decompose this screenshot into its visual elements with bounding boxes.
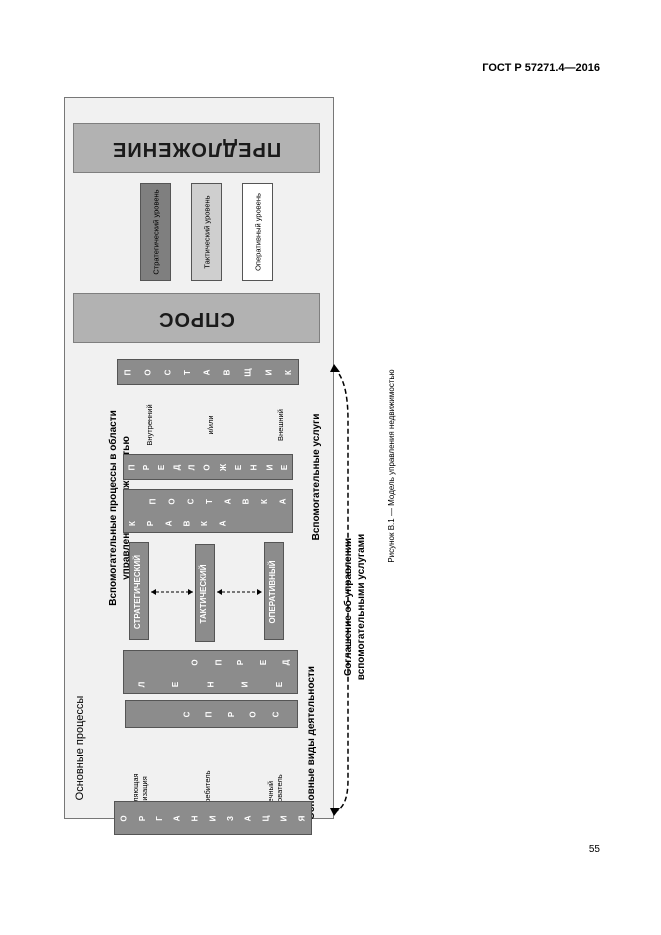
organization-letter: А (243, 815, 253, 821)
main-offer-letter: Р (236, 659, 246, 665)
page-number: 55 (588, 844, 600, 855)
demand-band: СПРОС (73, 293, 320, 343)
main-processes-label: Основные процессы (74, 695, 86, 801)
offer-band: ПРЕДЛОЖЕНИЕ (73, 123, 320, 173)
support-supply-bar: П О С Т А В К А К Р А В К А (123, 489, 293, 533)
main-offer-letter: Е (275, 681, 285, 687)
strategic-level-box: Стратегический уровень (140, 183, 171, 281)
agreement-label: Соглашение об управлении вспомогательным… (342, 502, 372, 712)
organization-letter: О (119, 814, 129, 822)
organization-letter: Н (190, 815, 200, 821)
strategic-process-box: СТРАТЕГИЧЕСКИЙ (129, 542, 149, 640)
main-demand-letter: Р (226, 711, 236, 717)
main-offer-letter: Е (258, 659, 268, 665)
figure-caption: Рисунок В.1 — Модель управления недвижим… (387, 369, 396, 563)
agreement-label-line2: вспомогательными услугами (356, 533, 367, 681)
organization-letter: Р (137, 815, 147, 821)
agreement-label-line1: Соглашение об управлении (343, 537, 354, 677)
operational-level-box: Оперативный уровень (242, 183, 273, 281)
suppliers-bar: П О С Т А В Щ И К (117, 359, 299, 385)
organization-letter: И (208, 815, 218, 821)
support-offer-bar: П Р Е Д Л О Ж Е Н И Е (123, 454, 293, 480)
organization-letter: И (279, 815, 289, 821)
level-connectors (151, 589, 262, 595)
figure-frame: ПРЕДЛОЖЕНИЕ Стратегический уровень Такти… (64, 97, 334, 835)
main-demand-letter: П (204, 711, 214, 717)
main-offer-letter: Н (205, 681, 215, 687)
main-offer-letter: П (213, 659, 223, 665)
main-offer-letter: О (191, 658, 201, 666)
tactical-process-box: ТАКТИЧЕСКИЙ (195, 544, 215, 642)
main-offer-letter: Е (171, 681, 181, 687)
organization-letter: Я (297, 815, 307, 821)
organization-letter: А (172, 815, 182, 821)
main-demand-letter: О (248, 710, 258, 718)
agreement-arrow (330, 364, 349, 816)
main-demand-bar: С П Р О С (125, 700, 298, 728)
organization-bar: О Р Г А Н И З А Ц И Я (114, 801, 312, 835)
main-offer-bar: О П Р Е Д Л Е Н И Е (123, 650, 298, 694)
tactical-level-box: Тактический уровень (191, 183, 222, 281)
document-number: ГОСТ Р 57271.4—2016 (482, 62, 600, 74)
main-offer-letter: Д (281, 659, 291, 665)
organization-letter: Ц (261, 815, 271, 821)
organization-letter: Г (154, 815, 164, 821)
main-offer-letter: Л (136, 681, 146, 687)
organization-letter: З (225, 815, 235, 821)
operational-process-box: ОПЕРАТИВНЫЙ (264, 542, 284, 640)
main-demand-letter: С (271, 711, 281, 717)
main-demand-letter: С (182, 711, 192, 717)
main-offer-letter: И (240, 681, 250, 687)
